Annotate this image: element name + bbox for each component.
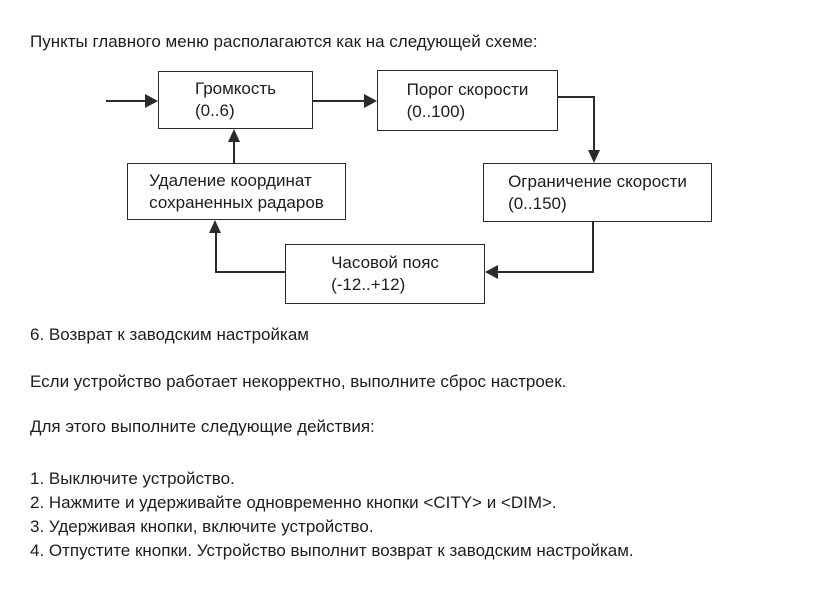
- node-delete-radar-coords-line2: сохраненных радаров: [149, 192, 324, 212]
- arrowhead-left-icon: [485, 265, 498, 279]
- node-speed-limit-range: (0..150): [508, 193, 567, 213]
- connector-timezone-to-delete-vline: [215, 231, 217, 273]
- arrowhead-up-icon: [228, 129, 240, 142]
- diagram-node-speed-limit: Ограничение скорости (0..150): [483, 163, 712, 222]
- step-item-4: 4. Отпустите кнопки. Устройство выполнит…: [30, 541, 634, 560]
- section-heading: 6. Возврат к заводским настройкам: [30, 325, 309, 344]
- arrowhead-up-icon: [209, 220, 221, 233]
- node-speed-threshold-range: (0..100): [406, 101, 466, 121]
- node-delete-radar-coords-line1: Удаление координат: [149, 170, 312, 190]
- node-volume-text: Громкость (0..6): [195, 78, 276, 122]
- node-timezone-text: Часовой пояс (-12..+12): [331, 252, 439, 296]
- diagram-node-volume: Громкость (0..6): [158, 71, 313, 129]
- section-paragraph-2: Для этого выполните следующие действия:: [30, 417, 375, 436]
- node-speed-limit-text: Ограничение скорости (0..150): [508, 171, 687, 215]
- node-timezone-label: Часовой пояс: [331, 253, 439, 272]
- reset-steps-list: 1. Выключите устройство. 2. Нажмите и уд…: [30, 467, 634, 563]
- section-paragraph-1: Если устройство работает некорректно, вы…: [30, 372, 567, 391]
- node-volume-range: (0..6): [194, 101, 235, 120]
- connector-threshold-to-limit-hline: [558, 96, 595, 98]
- step-item-1: 1. Выключите устройство.: [30, 469, 235, 488]
- connector-volume-to-threshold-line: [312, 100, 364, 102]
- main-menu-flow-diagram: Громкость (0..6) Порог скорости (0..100)…: [106, 70, 712, 304]
- diagram-node-speed-threshold: Порог скорости (0..100): [377, 70, 558, 131]
- node-delete-radar-coords-text: Удаление координат сохраненных радаров: [149, 170, 324, 214]
- diagram-node-delete-radar-coords: Удаление координат сохраненных радаров: [127, 163, 346, 220]
- node-speed-limit-label: Ограничение скорости: [508, 171, 687, 191]
- step-item-2: 2. Нажмите и удерживайте одновременно кн…: [30, 493, 557, 512]
- connector-timezone-to-delete-hline: [216, 271, 285, 273]
- connector-limit-to-timezone-vline: [592, 221, 594, 273]
- connector-delete-to-volume-vline: [233, 141, 235, 163]
- arrowhead-right-icon: [364, 94, 377, 108]
- intro-text: Пункты главного меню располагаются как н…: [30, 32, 538, 51]
- node-timezone-range: (-12..+12): [331, 275, 406, 294]
- connector-entry-line: [106, 100, 146, 102]
- step-item-3: 3. Удерживая кнопки, включите устройство…: [30, 517, 374, 536]
- node-speed-threshold-text: Порог скорости (0..100): [407, 79, 529, 123]
- arrowhead-right-icon: [145, 94, 158, 108]
- node-speed-threshold-label: Порог скорости: [406, 79, 529, 99]
- connector-limit-to-timezone-hline: [497, 271, 594, 273]
- arrowhead-down-icon: [588, 150, 600, 163]
- diagram-node-timezone: Часовой пояс (-12..+12): [285, 244, 485, 304]
- connector-threshold-to-limit-vline: [593, 96, 595, 151]
- node-volume-label: Громкость: [194, 79, 277, 98]
